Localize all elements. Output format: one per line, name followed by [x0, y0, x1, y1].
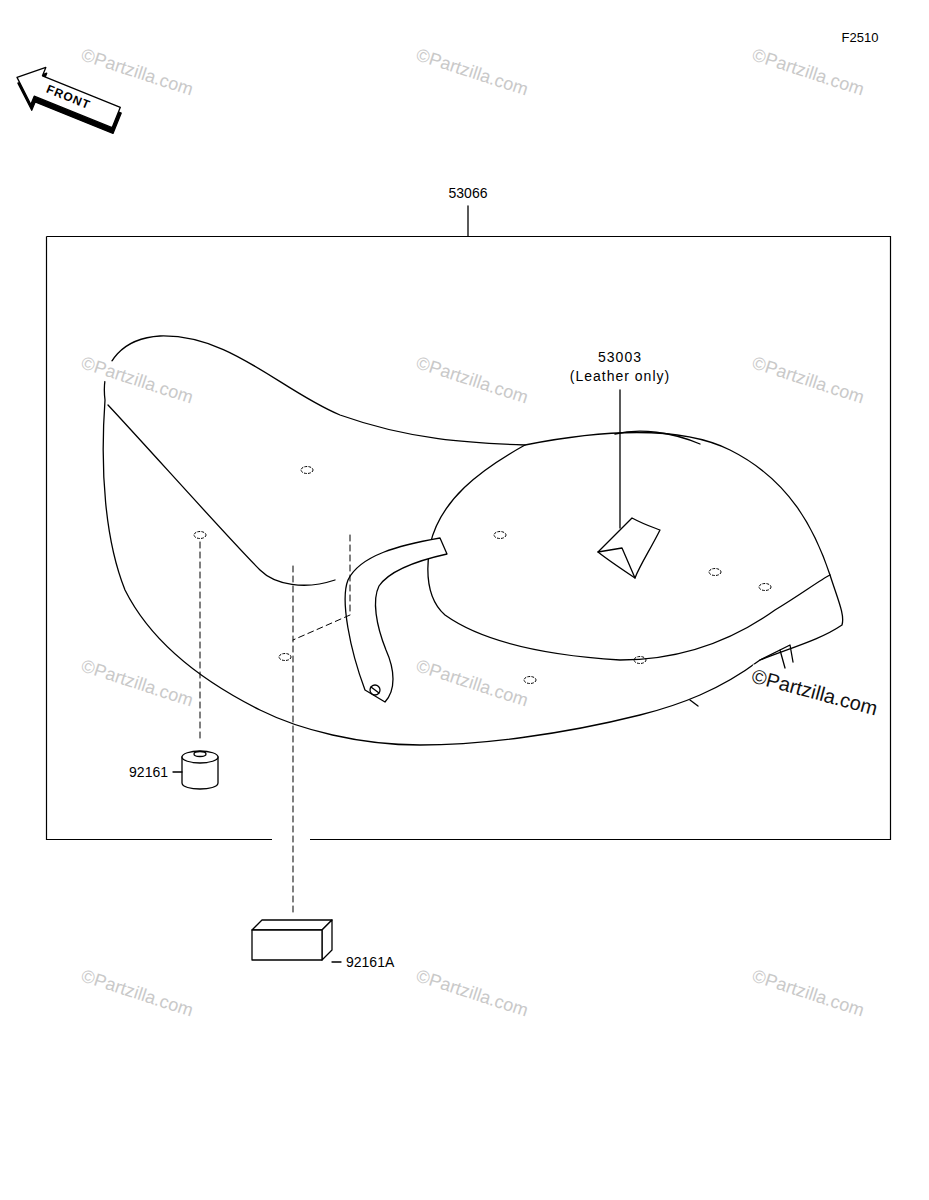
callout-number: 53003: [596, 349, 644, 365]
frame-outline: [46, 236, 891, 840]
watermark: ©Partzilla.com: [77, 655, 198, 712]
watermark: ©Partzilla.com: [748, 44, 869, 101]
assembly-frame: 53066: [46, 236, 891, 840]
watermark: ©Partzilla.com: [412, 44, 533, 101]
watermark: ©Partzilla.com: [748, 664, 883, 721]
figure-code: F2510: [840, 31, 881, 46]
callout-number: 92161: [127, 764, 170, 780]
part-note: (Leather only): [568, 368, 672, 384]
watermark: ©Partzilla.com: [748, 352, 869, 409]
callout-number: 53066: [449, 185, 488, 201]
watermark: ©Partzilla.com: [77, 965, 198, 1022]
watermark: ©Partzilla.com: [748, 965, 869, 1022]
watermark: ©Partzilla.com: [412, 352, 533, 409]
callout-number: 92161A: [344, 954, 396, 970]
watermark: ©Partzilla.com: [412, 965, 533, 1022]
watermark: ©Partzilla.com: [77, 44, 198, 101]
